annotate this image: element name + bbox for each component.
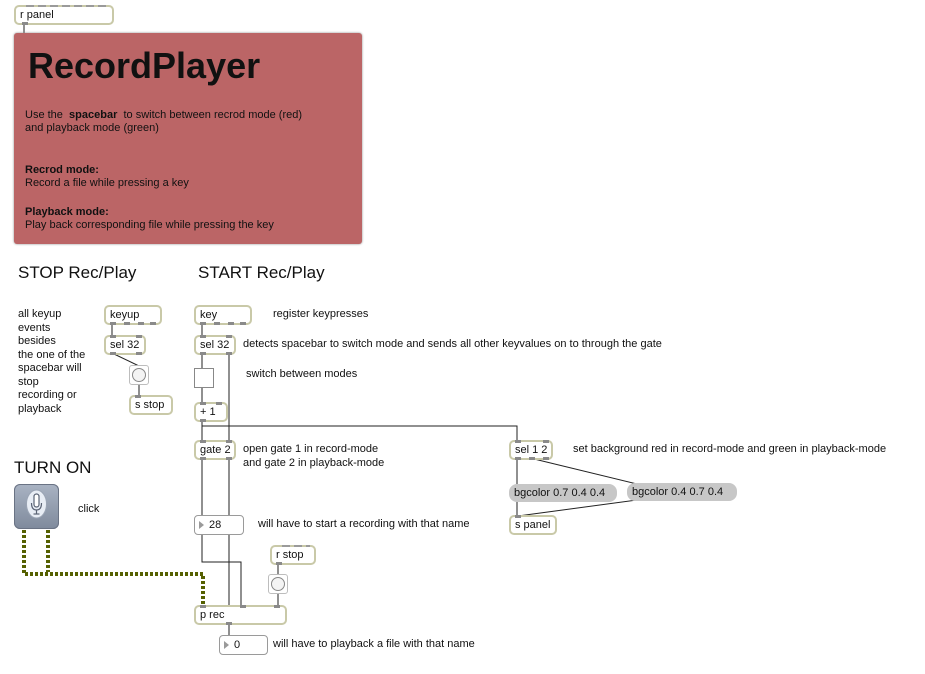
bgcolor-green-message[interactable]: bgcolor 0.4 0.7 0.4 [627,483,737,501]
register-comment: register keypresses [273,308,369,320]
s-stop-label: s stop [135,399,165,411]
playback-file-comment: will have to playback a file with that n… [273,638,475,650]
record-number-box[interactable]: 28 [194,515,244,535]
gate-2-label: gate 2 [200,444,231,456]
sel-1-2-object[interactable]: sel 1 2 [509,440,553,460]
keyup-comment-line: recording or [18,389,77,401]
s-panel-object[interactable]: s panel [509,515,557,535]
key-label: key [200,309,218,321]
keyup-comment-line: besides [18,335,56,347]
record-mode-heading: Recrod mode: [25,164,99,176]
r-panel-label: r panel [20,9,54,21]
record-mode-text: Record a file while pressing a key [25,177,189,189]
keyup-comment-line: playback [18,402,62,415]
playback-number-value: 0 [234,639,241,651]
keyup-object[interactable]: keyup [104,305,162,325]
spacebar-text: spacebar [69,109,118,121]
set-background-comment: set background red in record-mode and gr… [573,443,887,455]
sel-1-2-label: sel 1 2 [515,444,548,456]
click-comment: click [78,503,100,515]
stop-bang-button[interactable] [129,365,149,385]
keyup-comment-line: all keyup [18,308,62,320]
keyup-comment-line: the one of the [18,348,86,361]
sel-32-keyup-object[interactable]: sel 32 [104,335,146,355]
mode-toggle[interactable] [194,368,214,388]
mode-desc-1: to switch between recrod mode (red) [123,109,303,121]
keyup-label: keyup [110,309,140,321]
p-rec-object[interactable]: p rec [194,605,287,625]
stop-rec-play-title: STOP Rec/Play [18,263,137,282]
s-panel-label: s panel [515,519,551,531]
open-gate-line-2: and gate 2 in playback-mode [243,456,385,469]
detects-comment: detects spacebar to switch mode and send… [243,338,662,350]
rec-stop-bang-button[interactable] [268,574,288,594]
gate-2-object[interactable]: gate 2 [194,440,236,460]
bgcolor-red-message[interactable]: bgcolor 0.7 0.4 0.4 [509,484,617,502]
use-the-text: Use the [25,109,63,121]
key-object[interactable]: key [194,305,252,325]
mode-desc-2: and playback mode (green) [25,122,159,134]
playback-mode-heading: Playback mode: [25,206,109,218]
record-player-panel: RecordPlayer Use the spacebar to switch … [14,33,362,244]
playback-mode-text: Play back corresponding file while press… [25,219,274,231]
switch-modes-comment: switch between modes [246,368,358,380]
sel-32-keyup-label: sel 32 [110,339,140,351]
open-gate-comment: open gate 1 in record-mode and gate 2 in… [243,443,384,470]
turn-on-title: TURN ON [14,458,92,477]
open-gate-line-1: open gate 1 in record-mode [243,443,379,455]
r-stop-object[interactable]: r stop [270,545,316,565]
sel-32-key-label: sel 32 [200,339,230,351]
start-rec-play-title: START Rec/Play [198,263,325,282]
microphone-icon [26,489,47,519]
playback-number-box[interactable]: 0 [219,635,268,655]
plus-1-object[interactable]: + 1 [194,402,228,422]
keyup-comment-line: spacebar will [18,362,82,374]
start-recording-comment: will have to start a recording with that… [258,518,470,530]
panel-title: RecordPlayer [28,45,261,86]
keyup-comment-line: events [18,321,51,334]
keyup-comment-line: stop [18,375,39,388]
sel-32-key-object[interactable]: sel 32 [194,335,236,355]
plus-1-label: + 1 [200,406,216,418]
keyup-comment: all keyup events besides the one of the … [18,308,85,416]
r-panel-object[interactable]: r panel [14,5,114,25]
record-number-value: 28 [209,519,222,531]
adc-microphone-button[interactable] [14,484,59,529]
r-stop-label: r stop [276,549,304,561]
p-rec-label: p rec [200,609,225,621]
s-stop-object[interactable]: s stop [129,395,173,415]
